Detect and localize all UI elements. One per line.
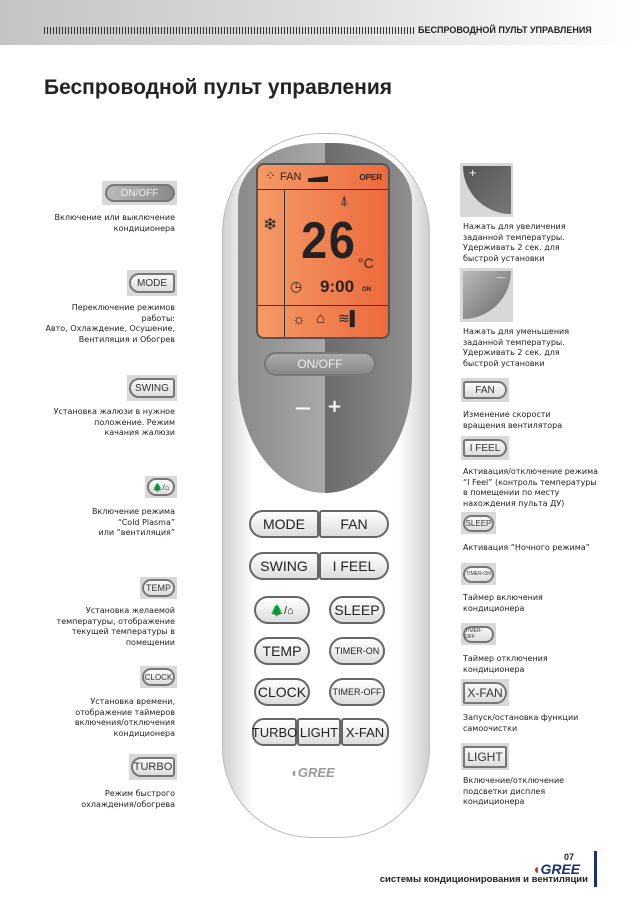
- button-label: TIMER-ON: [463, 565, 494, 583]
- header-section-title: БЕСПРОВОДНОЙ ПУЛЬТ УПРАВЛЕНИЯ: [418, 25, 592, 35]
- button-label: +: [462, 166, 511, 214]
- home-temp-icon: ⌂: [316, 310, 326, 327]
- button-label: —: [462, 271, 511, 319]
- clock-icon: ◷: [290, 278, 303, 294]
- button-label: CLOCK: [142, 668, 175, 686]
- remote-timer-on-button[interactable]: TIMER-ON: [329, 637, 385, 665]
- fan-mode-icon: ⁘: [265, 168, 276, 183]
- plasma-description: Включение режима“Cold Plasma”или “вентил…: [91, 507, 175, 537]
- remote-plus-button[interactable]: +: [327, 396, 343, 417]
- sleep-button-illustration: SLEEP: [461, 512, 496, 534]
- button-label: SWING: [129, 378, 175, 398]
- onoff-button-illustration: ON/OFF: [102, 181, 177, 205]
- remote-brand-logo: ◖GREE: [290, 765, 335, 780]
- button-label: 🌲/⌂: [147, 478, 175, 496]
- swing-button-illustration: SWING: [127, 375, 177, 401]
- remote-temp-button[interactable]: TEMP: [254, 637, 310, 665]
- ifeel-description: Активация/отключение режима“I Feel” (кон…: [463, 467, 599, 508]
- remote-onoff-button[interactable]: ON/OFF: [264, 352, 376, 376]
- footer-brand-logo: ◖GREE: [532, 861, 581, 877]
- button-label: TIMER-OFF: [463, 625, 494, 643]
- swing-icon: ≋▌: [338, 310, 360, 326]
- button-label: LIGHT: [463, 745, 507, 768]
- remote-swing-button[interactable]: SWING: [249, 552, 319, 580]
- clock-button-illustration: CLOCK: [140, 666, 177, 688]
- button-label: X-FAN: [463, 681, 507, 704]
- minus-button-illustration: —: [460, 268, 513, 322]
- button-label: I FEEL: [463, 439, 507, 457]
- tree-icon: ⍋: [340, 192, 349, 208]
- plasma-button-illustration: 🌲/⌂: [145, 476, 177, 498]
- temperature-readout: 26: [301, 212, 357, 270]
- button-label: TURBO: [131, 757, 175, 777]
- xfan-button-illustration: X-FAN: [461, 679, 509, 706]
- remote-light-button[interactable]: LIGHT: [297, 718, 341, 746]
- remote-ifeel-button[interactable]: I FEEL: [319, 552, 389, 580]
- remote-fan-button[interactable]: FAN: [319, 510, 389, 538]
- timer-off-button-illustration: TIMER-OFF: [461, 623, 496, 645]
- remote-turbo-button[interactable]: TURBO: [252, 718, 297, 746]
- temp-button-illustration: TEMP: [140, 577, 177, 599]
- page-title: Беспроводной пульт управления: [44, 76, 392, 99]
- page-header: БЕСПРОВОДНОЙ ПУЛЬТ УПРАВЛЕНИЯ: [0, 0, 638, 45]
- button-label: SLEEP: [463, 514, 494, 532]
- remote-sleep-button[interactable]: SLEEP: [329, 596, 385, 624]
- remote-xfan-button[interactable]: X-FAN: [341, 718, 389, 746]
- temperature-unit: °C: [358, 255, 374, 271]
- button-label: MODE: [129, 273, 175, 293]
- button-label: FAN: [463, 381, 507, 399]
- remote-minus-button[interactable]: —: [295, 398, 311, 417]
- turbo-button-illustration: TURBO: [129, 754, 177, 780]
- mode-button-illustration: MODE: [127, 270, 177, 296]
- button-label: TEMP: [142, 579, 175, 597]
- remote-lcd-display: ⁘ FAN OPER ❄ ⍋ 26 °C ◷ 9:00 ON ☼ ⌂ ≋▌: [256, 163, 390, 339]
- footer-divider: [594, 851, 597, 887]
- remote-timer-off-button[interactable]: TIMER-OFF: [329, 678, 385, 706]
- fan-button-illustration: FAN: [461, 378, 509, 402]
- timer-mode: ON: [362, 287, 371, 293]
- footer-tagline: системы кондиционирования и вентиляции: [379, 874, 588, 885]
- remote-plasma-button[interactable]: 🌲/⌂: [254, 596, 310, 624]
- ifeel-button-illustration: I FEEL: [461, 436, 509, 460]
- plus-button-illustration: +: [460, 163, 513, 217]
- fan-speed-indicator: [308, 176, 328, 182]
- button-label: ON/OFF: [104, 184, 175, 202]
- timer-on-button-illustration: TIMER-ON: [461, 563, 496, 585]
- light-button-illustration: LIGHT: [461, 743, 509, 770]
- oper-indicator: OPER: [359, 173, 382, 182]
- header-decoration: [44, 27, 414, 34]
- snowflake-icon: ❄: [263, 215, 278, 234]
- page-number: 07: [564, 852, 575, 862]
- fan-label: FAN: [280, 171, 302, 183]
- light-icon: ☼: [292, 311, 306, 328]
- time-readout: 9:00: [320, 277, 355, 296]
- remote-mode-button[interactable]: MODE: [249, 510, 319, 538]
- sleep-description: Активация “Ночного режима”: [463, 543, 590, 552]
- remote-clock-button[interactable]: CLOCK: [254, 678, 310, 706]
